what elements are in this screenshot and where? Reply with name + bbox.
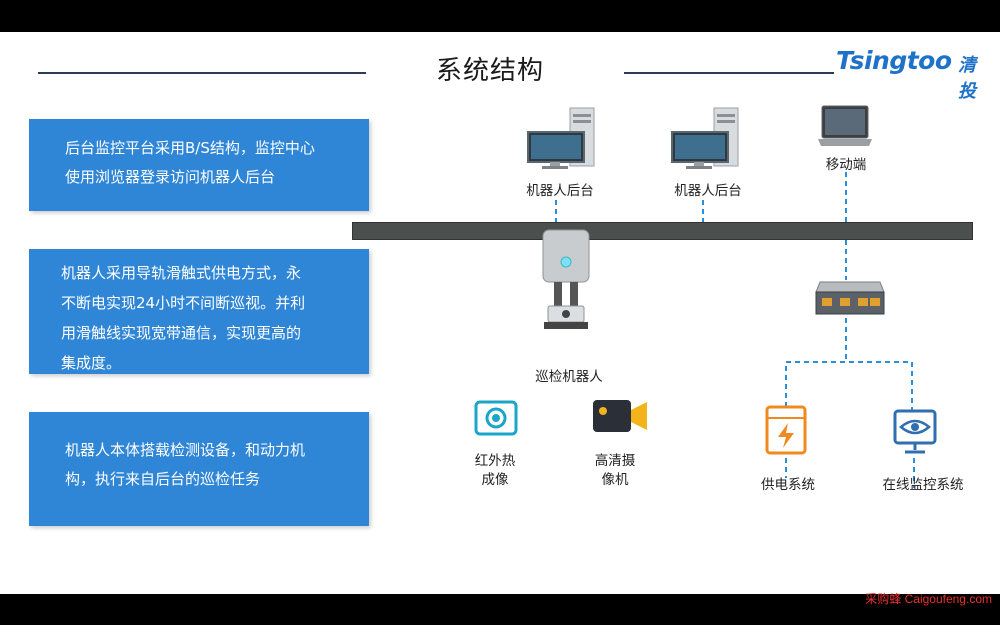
backend-label-2: 机器人后台 xyxy=(674,183,742,199)
camera-label-line: 高清摄 xyxy=(594,453,636,469)
desktop-computer-icon xyxy=(671,107,739,169)
footer-watermark: 采购蜂 Caigoufeng.com xyxy=(865,592,992,606)
desktop-computer-icon xyxy=(527,107,595,169)
box-line: 机器人采用导轨滑触式供电方式，永 xyxy=(61,264,302,282)
slide: 系统结构 Tsingtoo 清投 后台监控平台采用B/S结构，监控中心 使用浏览… xyxy=(0,32,1000,594)
camera-label: 高清摄 像机 xyxy=(580,452,650,490)
page-title: 系统结构 xyxy=(436,56,545,86)
monitor-eye-icon xyxy=(893,409,937,454)
camera-label-line: 像机 xyxy=(601,472,629,488)
description-box-platform: 后台监控平台采用B/S结构，监控中心 使用浏览器登录访问机器人后台 xyxy=(29,119,369,211)
mobile-label: 移动端 xyxy=(825,157,867,173)
box-line: 后台监控平台采用B/S结构，监控中心 xyxy=(65,139,315,157)
communication-bus xyxy=(352,222,973,240)
title-rule-left xyxy=(38,72,366,74)
video-camera-icon xyxy=(593,400,647,432)
box-line: 机器人本体搭载检测设备，和动力机 xyxy=(65,441,306,459)
description-box-robot: 机器人本体搭载检测设备，和动力机 构，执行来自后台的巡检任务 xyxy=(29,412,369,526)
thermal-label: 红外热 成像 xyxy=(460,452,530,490)
box-line: 不断电实现24小时不间断巡视。并利 xyxy=(61,294,306,312)
connector-lines xyxy=(555,172,915,488)
thermal-label-line: 红外热 xyxy=(474,453,516,469)
monitor-label: 在线监控系统 xyxy=(882,477,964,493)
title-rule-right xyxy=(624,72,834,74)
box-line: 使用浏览器登录访问机器人后台 xyxy=(65,168,276,186)
network-switch-icon xyxy=(815,281,885,315)
box-line: 构，执行来自后台的巡检任务 xyxy=(65,470,261,488)
box-line: 集成度。 xyxy=(61,354,122,372)
power-supply-icon xyxy=(765,405,807,455)
thermal-camera-icon xyxy=(474,400,518,436)
inspection-robot-icon xyxy=(542,229,590,329)
logo-latin: Tsingtoo xyxy=(836,46,952,75)
thermal-label-line: 成像 xyxy=(481,472,509,488)
description-box-power: 机器人采用导轨滑触式供电方式，永 不断电实现24小时不间断巡视。并利 用滑触线实… xyxy=(29,249,369,374)
box-line: 用滑触线实现宽带通信，实现更高的 xyxy=(61,324,302,342)
robot-label: 巡检机器人 xyxy=(535,369,603,385)
backend-label-1: 机器人后台 xyxy=(526,183,594,199)
laptop-icon xyxy=(818,105,872,146)
power-label: 供电系统 xyxy=(761,477,815,493)
logo-cn: 清投 xyxy=(958,55,976,102)
